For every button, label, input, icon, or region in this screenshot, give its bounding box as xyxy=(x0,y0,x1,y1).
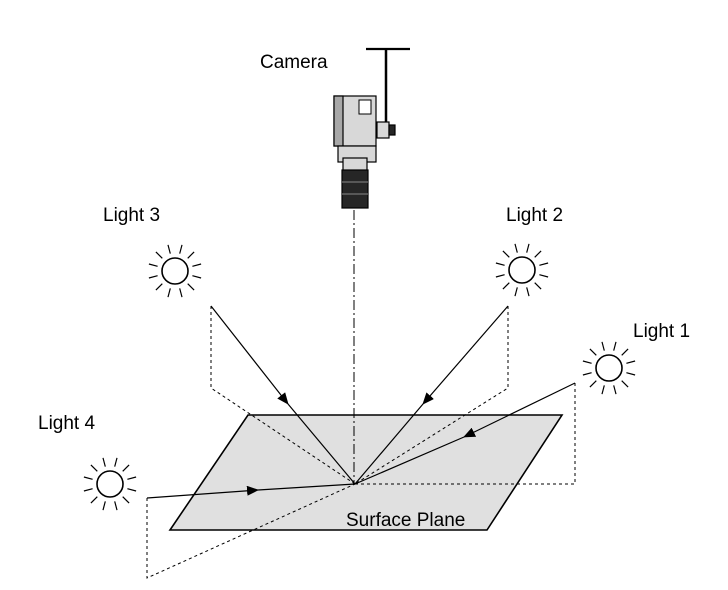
sun-ray xyxy=(127,488,137,492)
sun-ray xyxy=(621,380,629,388)
sun-ray xyxy=(601,385,605,395)
sun-ray xyxy=(187,283,195,291)
sun-ray xyxy=(589,348,597,356)
sun-ray xyxy=(539,274,549,278)
sun-ray xyxy=(148,275,158,279)
sun-ray xyxy=(155,251,163,259)
sun-ray xyxy=(514,287,518,297)
sun-ray xyxy=(102,457,106,467)
sun-ray xyxy=(613,341,617,351)
incident-rays xyxy=(146,305,576,499)
sun-ray xyxy=(534,282,542,290)
surface-plane-label: Surface Plane xyxy=(346,510,465,531)
light2-label: Light 2 xyxy=(506,205,563,226)
sun-ray xyxy=(167,244,171,254)
sun-ray xyxy=(127,476,137,480)
light3-ray xyxy=(210,305,289,405)
sun-ray xyxy=(534,250,542,258)
sun-ray xyxy=(192,275,202,279)
sun-ray xyxy=(179,244,183,254)
projection-lines xyxy=(146,306,576,579)
sun-ray xyxy=(621,348,629,356)
sun-disc xyxy=(161,257,189,285)
sun-ray xyxy=(179,288,183,298)
sun-ray xyxy=(502,250,510,258)
sun-ray xyxy=(83,476,93,480)
sun-ray xyxy=(582,372,592,376)
sun-ray xyxy=(495,274,505,278)
light3-label: Light 3 xyxy=(103,205,160,226)
light2-ray xyxy=(422,305,509,405)
light4-label: Light 4 xyxy=(38,413,95,434)
light4-projection xyxy=(146,483,356,579)
light2-sun-icon xyxy=(495,243,549,297)
light1-sun-icon xyxy=(582,341,636,395)
sun-disc xyxy=(508,256,536,284)
sun-ray xyxy=(114,457,118,467)
light4-sun-icon xyxy=(83,457,137,511)
sun-disc xyxy=(595,354,623,382)
sun-ray xyxy=(502,282,510,290)
sun-ray xyxy=(114,501,118,511)
sun-ray xyxy=(582,360,592,364)
sun-ray xyxy=(495,262,505,266)
light3-sun-icon xyxy=(148,244,202,298)
sun-ray xyxy=(187,251,195,259)
camera-label: Camera xyxy=(260,52,328,73)
sun-ray xyxy=(90,496,98,504)
sun-ray xyxy=(122,464,130,472)
surface-plane xyxy=(168,414,564,531)
sun-ray xyxy=(589,380,597,388)
sun-ray xyxy=(514,243,518,253)
light1-label: Light 1 xyxy=(633,321,690,342)
sun-ray xyxy=(90,464,98,472)
sun-ray xyxy=(539,262,549,266)
sun-ray xyxy=(526,287,530,297)
sun-ray xyxy=(122,496,130,504)
camera-icon xyxy=(333,47,410,209)
sun-ray xyxy=(626,372,636,376)
sun-ray xyxy=(601,341,605,351)
sun-ray xyxy=(148,263,158,267)
sun-ray xyxy=(192,263,202,267)
sun-ray xyxy=(613,385,617,395)
light4-ray xyxy=(146,485,259,499)
light1-projection xyxy=(355,383,576,485)
sun-ray xyxy=(155,283,163,291)
sun-ray xyxy=(526,243,530,253)
sun-ray xyxy=(102,501,106,511)
sun-ray xyxy=(167,288,171,298)
sun-ray xyxy=(83,488,93,492)
light1-ray xyxy=(463,382,576,438)
sun-disc xyxy=(96,470,124,498)
sun-ray xyxy=(626,360,636,364)
